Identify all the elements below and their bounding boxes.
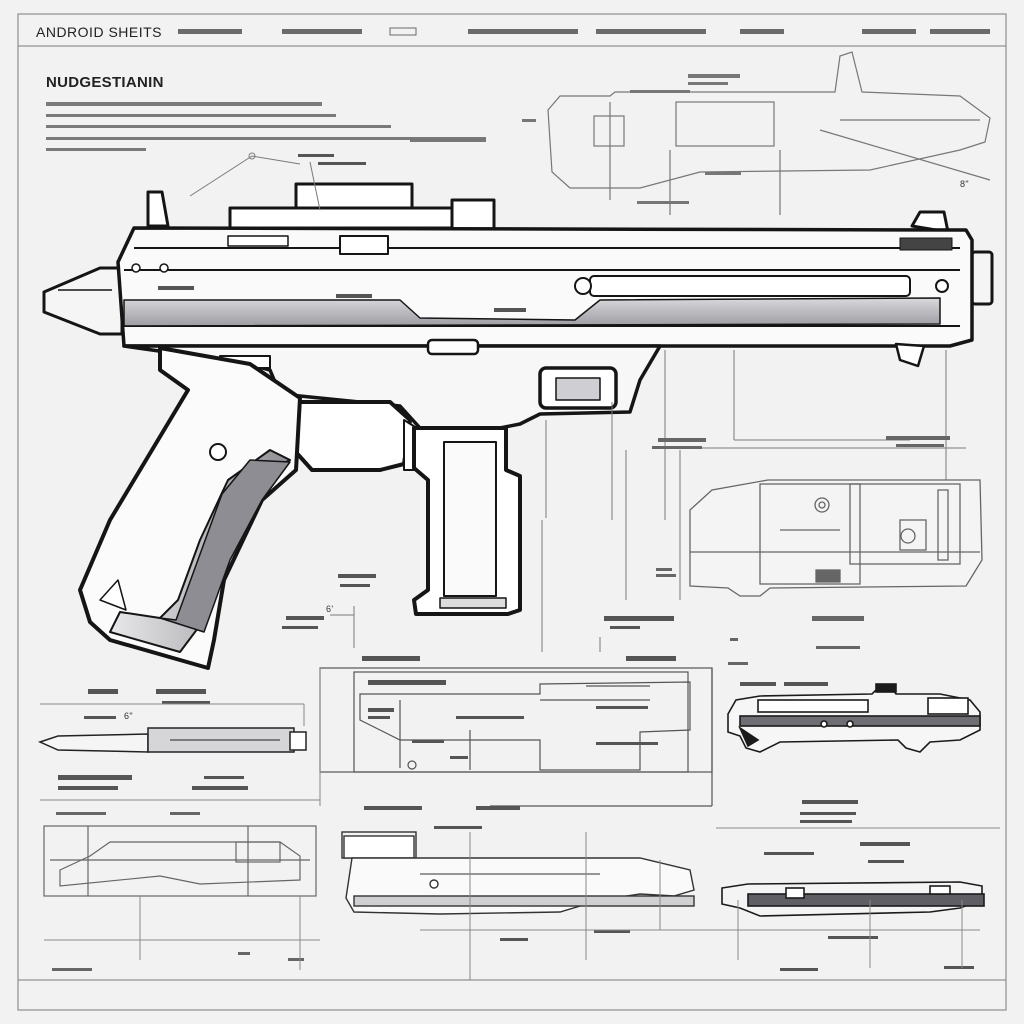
- bottom-left-notes: [52, 812, 304, 971]
- bottom-center-receiver: [341, 831, 695, 980]
- dimension-tag: 6": [124, 711, 134, 721]
- sheet-frame: [17, 13, 1007, 1011]
- header-notes: [178, 27, 990, 36]
- bottom-grid-lines: [44, 827, 1000, 970]
- side-pistol-small-notes: [740, 682, 858, 823]
- top-view-notes: [410, 74, 741, 204]
- center-notes: [282, 574, 676, 661]
- sheet-title: ANDROID SHEITS: [36, 24, 163, 40]
- center-schematic: [319, 667, 713, 807]
- bottom-left-frame-drawing: [43, 825, 317, 897]
- section-title: NUDGESTIANIN: [46, 74, 164, 91]
- side-receiver-view: [689, 479, 983, 597]
- barrel-part-drawing: [37, 727, 307, 753]
- top-view-drawing: [547, 51, 991, 215]
- main-pistol-drawing: [42, 182, 994, 670]
- barrel-part-notes: [58, 689, 248, 790]
- leader-lines: [189, 152, 966, 652]
- side-pistol-small: [727, 683, 981, 753]
- pistol-annotations: [158, 154, 526, 312]
- dimension-tag: 8": [960, 179, 970, 189]
- barrel-part-leaders: [40, 668, 321, 806]
- bottom-right-barrel: [721, 881, 985, 917]
- notes-block: [46, 102, 486, 151]
- dimension-tag: 6': [326, 604, 334, 614]
- center-schematic-notes: [368, 680, 658, 759]
- bottom-center-notes: [364, 806, 630, 941]
- bottom-right-notes: [764, 842, 974, 971]
- side-receiver-notes: [652, 436, 950, 665]
